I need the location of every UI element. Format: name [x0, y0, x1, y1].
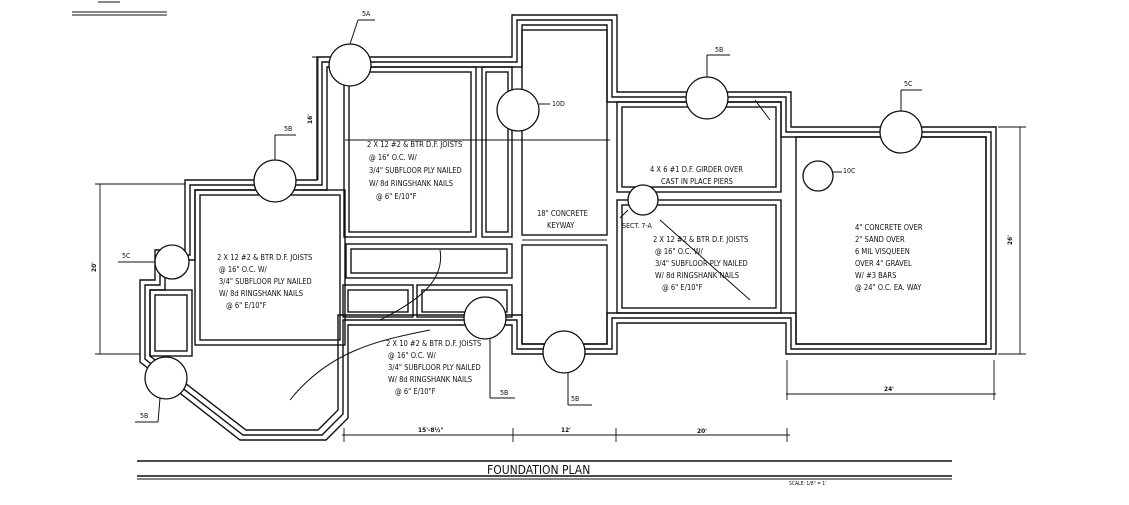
svg-text:2" SAND OVER: 2" SAND OVER — [855, 235, 905, 244]
svg-text:3/4" SUBFLOOR PLY NAILED: 3/4" SUBFLOOR PLY NAILED — [219, 277, 312, 286]
svg-text:W/ #3 BARS: W/ #3 BARS — [855, 271, 896, 280]
svg-text:KEYWAY: KEYWAY — [547, 221, 575, 230]
bubble-5b-bottom-center-label: 5B — [571, 395, 579, 403]
note-joists-right: 2 X 12 #2 & BTR D.F. JOISTS @ 16" O.C. W… — [653, 235, 748, 292]
svg-text:@ 6" E/10"F: @ 6" E/10"F — [226, 301, 267, 310]
svg-text:W/ 8d RINGSHANK NAILS: W/ 8d RINGSHANK NAILS — [388, 375, 472, 384]
bubble-5b-left-label: 5B — [284, 125, 292, 133]
note-joists-upper-left: 2 X 12 #2 & BTR D.F. JOISTS @ 16" O.C. W… — [367, 140, 462, 201]
svg-text:4" CONCRETE OVER: 4" CONCRETE OVER — [855, 223, 923, 232]
bubble-5b-bottom-mid-label: 5B — [500, 389, 508, 397]
svg-text:OVER 4" GRAVEL: OVER 4" GRAVEL — [855, 259, 912, 268]
svg-text:@ 6" E/10"F: @ 6" E/10"F — [662, 283, 703, 292]
dim-16: 16' — [306, 114, 314, 124]
svg-text:2 X 12 #2 & BTR D.F. JOISTS: 2 X 12 #2 & BTR D.F. JOISTS — [217, 253, 312, 262]
dimension-lines — [95, 56, 1026, 442]
svg-text:@ 24" O.C. EA. WAY: @ 24" O.C. EA. WAY — [855, 283, 922, 292]
dim-12: 12' — [561, 426, 571, 434]
svg-text:2 X 10 #2 & BTR D.F. JOISTS: 2 X 10 #2 & BTR D.F. JOISTS — [386, 339, 481, 348]
dim-26: 26' — [1006, 235, 1014, 245]
note-joists-left: 2 X 12 #2 & BTR D.F. JOISTS @ 16" O.C. W… — [217, 253, 312, 310]
svg-text:W/ 8d RINGSHANK NAILS: W/ 8d RINGSHANK NAILS — [369, 179, 453, 188]
dim-20-vertical: 20' — [90, 262, 98, 272]
svg-text:W/ 8d RINGSHANK NAILS: W/ 8d RINGSHANK NAILS — [219, 289, 303, 298]
svg-text:@ 16" O.C. W/: @ 16" O.C. W/ — [655, 247, 704, 256]
svg-text:@ 16" O.C. W/: @ 16" O.C. W/ — [219, 265, 268, 274]
title-block — [137, 460, 952, 480]
page-title: FOUNDATION PLAN — [487, 463, 590, 477]
bubble-5b-bottom-left-label: 5B — [140, 412, 148, 420]
svg-text:3/4" SUBFLOOR PLY NAILED: 3/4" SUBFLOOR PLY NAILED — [388, 363, 481, 372]
svg-text:CAST IN PLACE PIERS: CAST IN PLACE PIERS — [661, 177, 733, 186]
bubble-5c-left-label: 5C — [122, 252, 131, 260]
dim-20: 20' — [697, 427, 707, 435]
svg-text:6 MIL VISQUEEN: 6 MIL VISQUEEN — [855, 247, 910, 256]
svg-text:3/4" SUBFLOOR PLY NAILED: 3/4" SUBFLOOR PLY NAILED — [655, 259, 748, 268]
svg-text:@ 16" O.C. W/: @ 16" O.C. W/ — [369, 153, 418, 162]
svg-text:@ 16" O.C. W/: @ 16" O.C. W/ — [388, 351, 437, 360]
dim-24: 24' — [884, 385, 894, 393]
note-slab: 4" CONCRETE OVER 2" SAND OVER 6 MIL VISQ… — [855, 223, 923, 292]
section-tag: SECT. 7-A — [622, 222, 653, 230]
corner-title-fragment — [72, 1, 167, 16]
foundation-walls — [139, 14, 997, 441]
svg-text:3/4" SUBFLOOR PLY NAILED: 3/4" SUBFLOOR PLY NAILED — [369, 166, 462, 175]
bubble-5c-right-label: 5C — [904, 80, 913, 88]
svg-text:2 X 12 #2 & BTR D.F. JOISTS: 2 X 12 #2 & BTR D.F. JOISTS — [653, 235, 748, 244]
svg-text:@ 6" E/10"F: @ 6" E/10"F — [395, 387, 436, 396]
svg-text:4 X 6 #1 D.F. GIRDER OVER: 4 X 6 #1 D.F. GIRDER OVER — [650, 165, 743, 174]
detail-bubbles: 5A 5B 5B 5C 5C 5B 5B 5B 10D 1 — [118, 10, 923, 423]
note-joists-center-bottom: 2 X 10 #2 & BTR D.F. JOISTS @ 16" O.C. W… — [386, 339, 481, 396]
svg-text:2 X 12 #2 & BTR D.F. JOISTS: 2 X 12 #2 & BTR D.F. JOISTS — [367, 140, 462, 149]
note-keyway: 18" CONCRETE KEYWAY — [537, 209, 588, 230]
dim-15: 15'-8½" — [418, 426, 444, 434]
bubble-5a-label: 5A — [362, 10, 371, 18]
note-girder: 4 X 6 #1 D.F. GIRDER OVER CAST IN PLACE … — [650, 165, 743, 186]
svg-text:18" CONCRETE: 18" CONCRETE — [537, 209, 588, 218]
svg-text:@ 6" E/10"F: @ 6" E/10"F — [376, 192, 417, 201]
scale-label: SCALE: 1/8" = 1' — [789, 481, 826, 487]
bubble-10c-label: 10C — [843, 167, 856, 175]
bubble-5b-top-label: 5B — [715, 46, 723, 54]
svg-text:W/ 8d RINGSHANK NAILS: W/ 8d RINGSHANK NAILS — [655, 271, 739, 280]
bubble-10d-label: 10D — [552, 100, 565, 108]
